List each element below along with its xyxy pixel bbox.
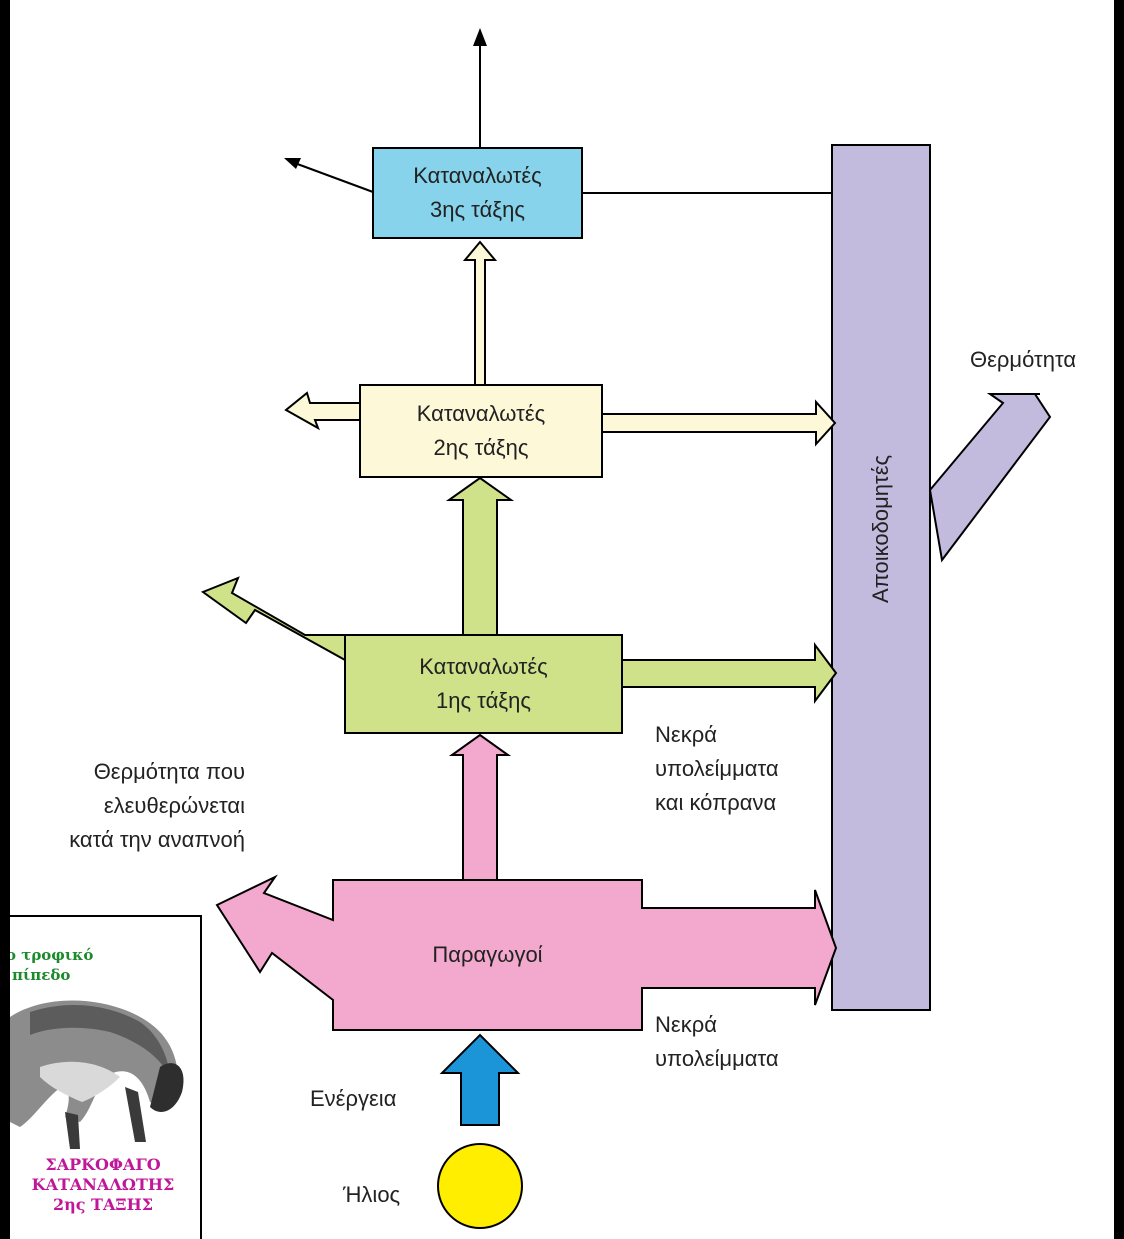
inset-caption-line1: ΣΑΡΚΟΦΑΓΟ bbox=[45, 1155, 161, 1174]
decomposers-label: Αποικοδομητές bbox=[868, 454, 893, 603]
consumers1-box bbox=[344, 634, 623, 734]
consumers2-line1: Καταναλωτές bbox=[416, 401, 546, 426]
energy-label: Ενέργεια bbox=[310, 1086, 397, 1111]
respiration-heat-line1: Θερμότητα που bbox=[93, 759, 245, 784]
energy-arrow bbox=[439, 1033, 521, 1126]
wolf-back-fur bbox=[30, 1004, 170, 1077]
heat-loss-line-3 bbox=[291, 161, 374, 193]
inset-caption-line2: ΚΑΤΑΝΑΛΩΤΗΣ bbox=[31, 1175, 175, 1194]
food-chain-diagram: Καταναλωτές 3ης τάξης Καταναλωτές 2ης τά… bbox=[10, 0, 1114, 1239]
inset-level-line2: πίπεδο bbox=[12, 966, 71, 984]
dead-remains-feces-line3: και κόπρανα bbox=[655, 790, 777, 815]
heat-label: Θερμότητα bbox=[970, 347, 1077, 372]
dead-remains-line2: υπολείμματα bbox=[655, 1046, 779, 1071]
inset-level-line1: ο τροφικό bbox=[10, 946, 94, 964]
consumers3-line1: Καταναλωτές bbox=[413, 163, 542, 188]
top-arrowhead bbox=[473, 28, 487, 46]
wolf-belly bbox=[40, 1061, 120, 1102]
arrow-c1-to-c2 bbox=[445, 476, 515, 636]
producers-label: Παραγωγοί bbox=[333, 920, 642, 990]
consumers1-line2: 1ης τάξης bbox=[436, 688, 531, 713]
wolf-tail bbox=[150, 1063, 184, 1112]
producers-shape bbox=[215, 874, 838, 1031]
dead-remains-line1: Νεκρά bbox=[655, 1012, 717, 1037]
dead-remains-label: Νεκρά υπολείμματα bbox=[655, 1008, 779, 1076]
consumers1-label: Καταναλωτές 1ης τάξης bbox=[345, 635, 622, 733]
arrow-producers-to-c1 bbox=[448, 733, 512, 881]
wolf-illustration bbox=[10, 1000, 184, 1149]
inset-caption: ΣΑΡΚΟΦΑΓΟ ΚΑΤΑΝΑΛΩΤΗΣ 2ης ΤΑΞΗΣ bbox=[10, 1155, 200, 1215]
dead-remains-feces-line2: υπολείμματα bbox=[655, 756, 779, 781]
consumers3-label: Καταναλωτές 3ης τάξης bbox=[373, 148, 582, 238]
consumers2-line2: 2ης τάξης bbox=[433, 435, 529, 460]
inset-level-label: ο τροφικό πίπεδο bbox=[10, 945, 93, 985]
diagram-shapes bbox=[200, 28, 1052, 1229]
wolf-legs bbox=[65, 1087, 146, 1149]
dead-remains-feces-line1: Νεκρά bbox=[655, 722, 717, 747]
decomposers-bar bbox=[831, 144, 931, 1011]
respiration-heat-line2: ελευθερώνεται bbox=[103, 793, 245, 818]
heat-loss-arrow-c2 bbox=[284, 391, 361, 431]
wolf-inset: ο τροφικό πίπεδο ΣΑΡΚΟΦΑΓΟ ΚΑΤΑΝΑΛΩΤΗΣ 2… bbox=[10, 915, 202, 1239]
respiration-heat-line3: κατά την αναπνοή bbox=[69, 827, 245, 852]
heat-loss-arrow-c1 bbox=[200, 576, 346, 688]
producers-text: Παραγωγοί bbox=[432, 942, 543, 967]
heat-loss-arrowhead-3 bbox=[284, 158, 301, 169]
heat-branch bbox=[928, 393, 1052, 563]
respiration-heat-label: Θερμότητα που ελευθερώνεται κατά την ανα… bbox=[10, 755, 245, 857]
dead-remains-feces-label: Νεκρά υπολείμματα και κόπρανα bbox=[655, 718, 779, 820]
consumers1-line1: Καταναλωτές bbox=[419, 654, 548, 679]
c1-to-decomposers-arrow bbox=[621, 642, 838, 704]
sun-label: Ήλιος bbox=[343, 1182, 401, 1207]
c2-to-decomposers-arrow bbox=[601, 399, 837, 447]
inset-caption-line3: 2ης ΤΑΞΗΣ bbox=[52, 1195, 154, 1214]
sun bbox=[437, 1143, 523, 1229]
consumers3-line2: 3ης τάξης bbox=[430, 197, 525, 222]
consumers2-label: Καταναλωτές 2ης τάξης bbox=[360, 385, 602, 477]
consumers2-box bbox=[359, 384, 603, 478]
consumers3-box bbox=[372, 147, 583, 239]
arrow-c2-to-c3 bbox=[462, 240, 498, 386]
